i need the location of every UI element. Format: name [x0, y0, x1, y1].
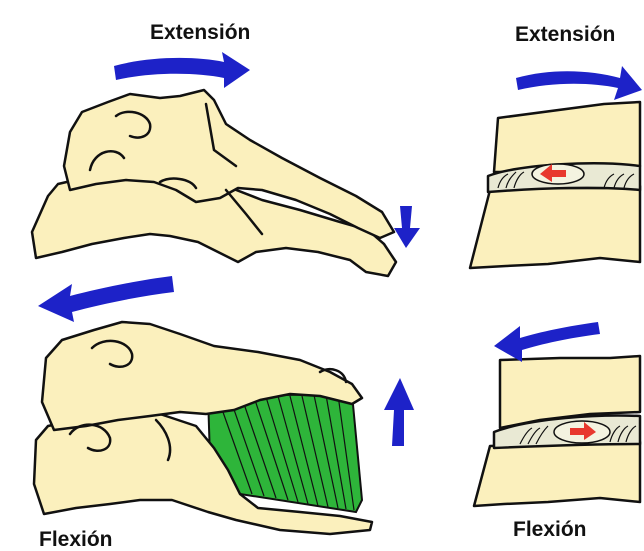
- disc-extension: [470, 102, 640, 268]
- arrow-extension-tip: [394, 206, 420, 248]
- label-extension-left: Extensión: [150, 22, 250, 43]
- lower-body-extension: [470, 186, 640, 268]
- vertebrae-extension: [32, 90, 396, 276]
- label-extension-right: Extensión: [515, 24, 615, 45]
- arrow-extension-left: [114, 52, 250, 88]
- lower-body-flexion: [474, 442, 640, 506]
- arrow-flexion-left: [38, 276, 174, 322]
- arrow-flexion-right: [494, 322, 600, 362]
- label-flexion-left: Flexión: [39, 529, 113, 550]
- upper-body-extension: [494, 102, 640, 172]
- arrow-extension-right: [516, 66, 642, 100]
- label-flexion-right: Flexión: [513, 519, 587, 540]
- arrow-flexion-up: [384, 378, 414, 446]
- disc-flexion: [474, 356, 640, 506]
